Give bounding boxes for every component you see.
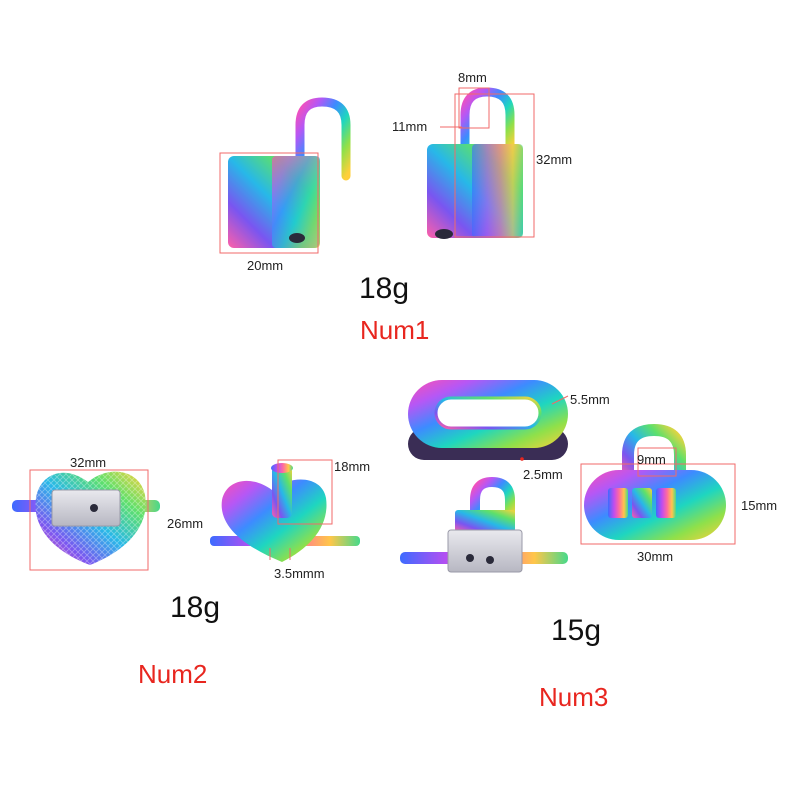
num3-dimension-lines: [520, 395, 736, 545]
turn-lock-back-plate: [400, 476, 568, 573]
num1-height-label: 32mm: [536, 152, 573, 167]
num3-width-label: 30mm: [637, 549, 674, 564]
num1-label: Num1: [360, 315, 430, 345]
num1-dimension-lines: [219, 87, 535, 254]
num2-thickness-label: 3.5mmm: [274, 566, 325, 581]
num1-shackle-height-label: 11mm: [392, 119, 428, 134]
num3-gap-label: 2.5mm: [523, 467, 563, 482]
num3-height-label: 15mm: [741, 498, 778, 513]
num2-label: Num2: [138, 659, 208, 689]
num2-dimension-lines: [29, 459, 333, 571]
num3-loop-label: 9mm: [637, 452, 666, 467]
num2-weight: 18g: [170, 591, 221, 624]
oval-ring: [408, 380, 568, 460]
num2-width-label: 32mm: [70, 455, 107, 470]
num2-height-label: 26mm: [167, 516, 204, 531]
heart-lock-back: [12, 471, 160, 565]
num1-width-label: 20mm: [247, 258, 284, 273]
heart-lock-front: [210, 463, 360, 562]
num3-weight: 15g: [551, 614, 602, 647]
num1-shackle-width-label: 8mm: [458, 70, 487, 85]
num3-ring-thickness-label: 5.5mm: [570, 392, 610, 407]
padlock-open: [228, 97, 351, 248]
num1-weight: 18g: [359, 272, 410, 305]
num2-post-height-label: 18mm: [334, 459, 371, 474]
padlock-closed: [427, 87, 523, 239]
turn-lock-front: [584, 423, 726, 540]
num3-label: Num3: [539, 682, 609, 712]
